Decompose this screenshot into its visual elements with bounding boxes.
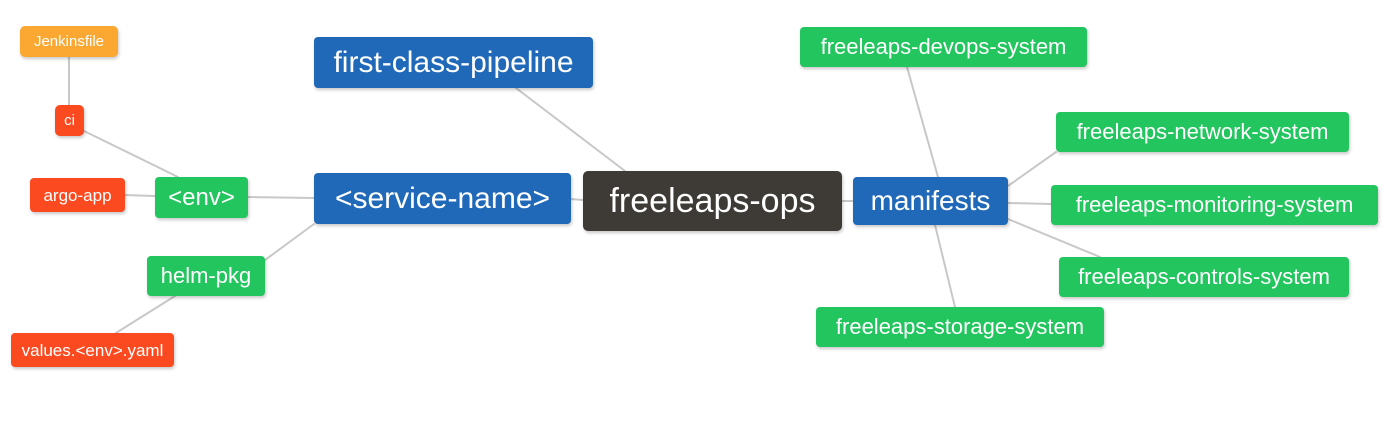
node-values-yaml[interactable]: values.<env>.yaml [11, 333, 174, 367]
node-freeleaps-devops-system[interactable]: freeleaps-devops-system [800, 27, 1087, 67]
edge-env-to-ci [83, 130, 179, 178]
node-freeleaps-storage-system[interactable]: freeleaps-storage-system [816, 307, 1104, 347]
node-env[interactable]: <env> [155, 177, 248, 218]
node-label: freeleaps-monitoring-system [1075, 192, 1354, 217]
node-label: freeleaps-network-system [1076, 119, 1329, 144]
node-label: first-class-pipeline [333, 45, 574, 79]
node-service-name[interactable]: <service-name> [314, 173, 571, 224]
node-label: ci [64, 112, 75, 129]
node-jenkinsfile[interactable]: Jenkinsfile [20, 26, 118, 57]
node-label: freeleaps-controls-system [1078, 264, 1330, 289]
edge-service-name-to-freeleaps-ops [570, 198, 584, 201]
node-argo-app[interactable]: argo-app [30, 178, 125, 212]
node-label: Jenkinsfile [33, 33, 105, 50]
edge-first-class-pipeline-to-freeleaps-ops [515, 87, 626, 172]
node-freeleaps-monitoring-system[interactable]: freeleaps-monitoring-system [1051, 185, 1378, 225]
edge-env-to-argo-app [124, 194, 156, 197]
edge-manifests-to-freeleaps-devops-system [906, 66, 939, 178]
node-label: <service-name> [334, 181, 551, 215]
edge-manifests-to-freeleaps-network-system [1007, 151, 1057, 187]
node-label: freeleaps-devops-system [820, 34, 1067, 59]
node-label: freeleaps-ops [609, 182, 816, 220]
edge-manifests-to-freeleaps-monitoring-system [1007, 202, 1052, 205]
node-manifests[interactable]: manifests [853, 177, 1008, 225]
node-ci[interactable]: ci [55, 105, 84, 136]
node-label: values.<env>.yaml [21, 340, 164, 360]
node-label: argo-app [43, 185, 112, 205]
edge-service-name-to-helm-pkg [264, 223, 315, 261]
node-label: freeleaps-storage-system [835, 314, 1085, 339]
node-label: <env> [168, 183, 235, 211]
node-freeleaps-network-system[interactable]: freeleaps-network-system [1056, 112, 1349, 152]
edge-manifests-to-freeleaps-storage-system [934, 224, 956, 308]
node-freeleaps-controls-system[interactable]: freeleaps-controls-system [1059, 257, 1349, 297]
node-label: manifests [870, 185, 991, 216]
edge-service-name-to-env [247, 196, 315, 199]
node-freeleaps-ops[interactable]: freeleaps-ops [583, 171, 842, 231]
node-label: helm-pkg [160, 263, 252, 288]
node-first-class-pipeline[interactable]: first-class-pipeline [314, 37, 593, 88]
node-helm-pkg[interactable]: helm-pkg [147, 256, 265, 296]
edge-helm-pkg-to-values-yaml [115, 295, 176, 334]
